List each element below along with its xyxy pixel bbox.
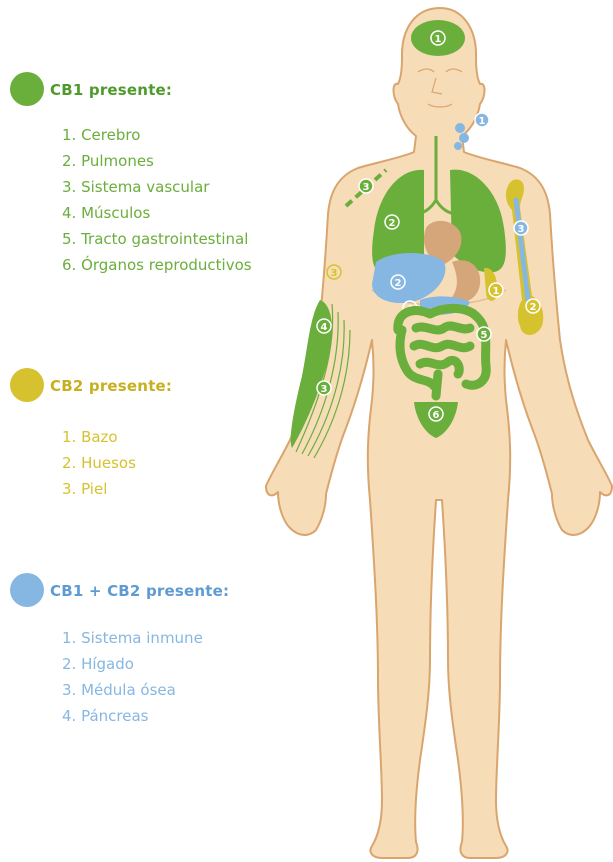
marker-muscles-upper: 4 <box>317 319 331 333</box>
svg-text:1: 1 <box>479 116 486 127</box>
marker-muscles-lower: 3 <box>317 381 331 395</box>
marker-marrow: 3 <box>514 221 528 235</box>
svg-text:2: 2 <box>395 278 402 289</box>
svg-text:6: 6 <box>433 410 440 421</box>
marker-spleen: 1 <box>489 283 503 297</box>
svg-text:1: 1 <box>435 34 442 45</box>
marker-bone: 2 <box>526 299 540 313</box>
svg-text:3: 3 <box>363 182 370 193</box>
marker-gi: 5 <box>477 327 491 341</box>
svg-text:1: 1 <box>493 286 500 297</box>
svg-text:3: 3 <box>321 384 328 395</box>
svg-text:4: 4 <box>321 322 328 333</box>
svg-text:2: 2 <box>389 218 396 229</box>
marker-immune: 1 <box>475 113 489 127</box>
svg-text:3: 3 <box>518 224 525 235</box>
svg-text:3: 3 <box>331 268 338 279</box>
marker-skin: 3 <box>327 265 341 279</box>
marker-vascular: 3 <box>359 179 373 193</box>
svg-text:5: 5 <box>481 330 488 341</box>
svg-text:2: 2 <box>530 302 537 313</box>
